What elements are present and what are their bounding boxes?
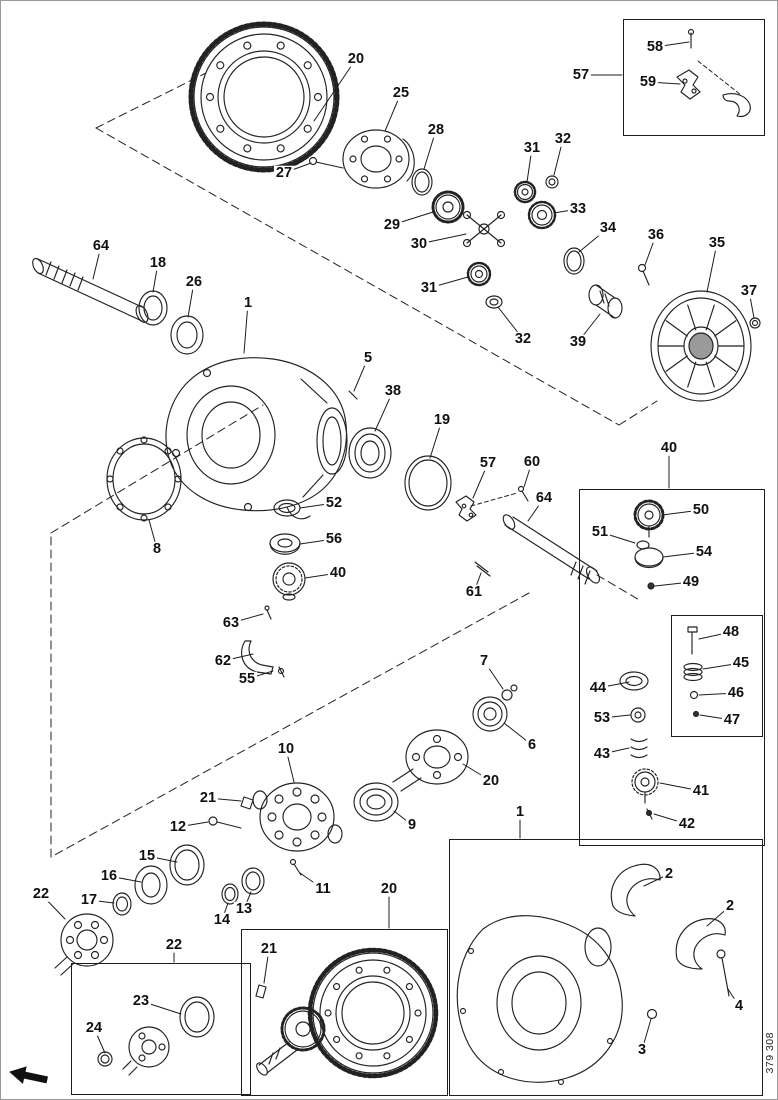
callout-32: 32 bbox=[552, 130, 574, 147]
callout-43: 43 bbox=[591, 745, 613, 762]
callout-47: 47 bbox=[721, 711, 743, 728]
pinion-bearing-drawing bbox=[348, 427, 452, 511]
callout-29: 29 bbox=[381, 216, 403, 233]
callout-12: 12 bbox=[167, 818, 189, 835]
callout-2: 2 bbox=[662, 865, 676, 882]
callout-5: 5 bbox=[361, 349, 375, 366]
axle-shaft-drawing bbox=[32, 257, 204, 355]
callout-31: 31 bbox=[521, 139, 543, 156]
callout-48: 48 bbox=[720, 623, 742, 640]
callout-34: 34 bbox=[597, 219, 619, 236]
callout-21: 21 bbox=[197, 789, 219, 806]
callout-52: 52 bbox=[323, 494, 345, 511]
ring-gear-bolt-holes bbox=[205, 41, 323, 153]
callout-22: 22 bbox=[30, 885, 52, 902]
callout-36: 36 bbox=[645, 226, 667, 243]
callout-18: 18 bbox=[147, 254, 169, 271]
callout-53: 53 bbox=[591, 709, 613, 726]
callout-1: 1 bbox=[241, 294, 255, 311]
callout-26: 26 bbox=[183, 273, 205, 290]
callout-31: 31 bbox=[418, 279, 440, 296]
callout-49: 49 bbox=[680, 573, 702, 590]
callout-32: 32 bbox=[512, 330, 534, 347]
callout-6: 6 bbox=[525, 736, 539, 753]
callout-15: 15 bbox=[136, 847, 158, 864]
callout-60: 60 bbox=[521, 453, 543, 470]
callout-54: 54 bbox=[693, 543, 715, 560]
callout-14: 14 bbox=[211, 911, 233, 928]
callout-51: 51 bbox=[589, 523, 611, 540]
gasket-drawing bbox=[106, 436, 182, 522]
callout-20: 20 bbox=[345, 50, 367, 67]
speed-sensor-drawing bbox=[455, 485, 529, 577]
callout-44: 44 bbox=[587, 679, 609, 696]
callout-28: 28 bbox=[425, 121, 447, 138]
callout-62: 62 bbox=[212, 652, 234, 669]
inset-1-box bbox=[449, 839, 763, 1096]
ring-gear-drawing bbox=[188, 21, 340, 173]
drive-flange-drawing bbox=[650, 290, 761, 402]
callout-21: 21 bbox=[258, 940, 280, 957]
callout-13: 13 bbox=[233, 900, 255, 917]
diff-case-drawing bbox=[308, 129, 415, 189]
callout-59: 59 bbox=[637, 73, 659, 90]
callout-2: 2 bbox=[723, 897, 737, 914]
callout-33: 33 bbox=[567, 200, 589, 217]
callout-1: 1 bbox=[513, 803, 527, 820]
callout-40: 40 bbox=[658, 439, 680, 456]
inset-20-box bbox=[241, 929, 448, 1096]
callout-46: 46 bbox=[725, 684, 747, 701]
callout-20: 20 bbox=[378, 880, 400, 897]
callout-9: 9 bbox=[405, 816, 419, 833]
callout-39: 39 bbox=[567, 333, 589, 350]
callout-41: 41 bbox=[690, 782, 712, 799]
callout-30: 30 bbox=[408, 235, 430, 252]
callout-42: 42 bbox=[676, 815, 698, 832]
callout-64: 64 bbox=[533, 489, 555, 506]
callout-4: 4 bbox=[732, 997, 746, 1014]
callout-63: 63 bbox=[220, 614, 242, 631]
callout-27: 27 bbox=[273, 164, 295, 181]
callout-11: 11 bbox=[313, 880, 333, 897]
callout-20: 20 bbox=[480, 772, 502, 789]
callout-56: 56 bbox=[323, 530, 345, 547]
callout-25: 25 bbox=[390, 84, 412, 101]
callout-38: 38 bbox=[382, 382, 404, 399]
direction-arrow bbox=[9, 1066, 49, 1084]
callout-55: 55 bbox=[236, 670, 258, 687]
callout-37: 37 bbox=[738, 282, 760, 299]
callout-61: 61 bbox=[463, 583, 485, 600]
callout-40: 40 bbox=[327, 564, 349, 581]
callout-22: 22 bbox=[163, 936, 185, 953]
callout-57: 57 bbox=[570, 66, 592, 83]
callout-35: 35 bbox=[706, 234, 728, 251]
callout-57: 57 bbox=[477, 454, 499, 471]
callout-19: 19 bbox=[431, 411, 453, 428]
callout-10: 10 bbox=[275, 740, 297, 757]
callout-8: 8 bbox=[150, 540, 164, 557]
coupling-parts-drawing bbox=[241, 499, 306, 678]
doc-number: 379 308 bbox=[764, 1031, 776, 1073]
callout-16: 16 bbox=[98, 867, 120, 884]
inset-57-box bbox=[623, 19, 765, 136]
callout-58: 58 bbox=[644, 38, 666, 55]
callout-23: 23 bbox=[130, 992, 152, 1009]
inset-40-box bbox=[579, 489, 765, 846]
callout-3: 3 bbox=[635, 1041, 649, 1058]
callout-24: 24 bbox=[83, 1019, 105, 1036]
callout-7: 7 bbox=[477, 652, 491, 669]
callout-45: 45 bbox=[730, 654, 752, 671]
inset-40-sub-box bbox=[671, 615, 763, 737]
differential-gears-drawing bbox=[411, 168, 650, 319]
inset-22-box bbox=[71, 963, 251, 1095]
callout-50: 50 bbox=[690, 501, 712, 518]
callout-17: 17 bbox=[78, 891, 100, 908]
callout-64: 64 bbox=[90, 237, 112, 254]
